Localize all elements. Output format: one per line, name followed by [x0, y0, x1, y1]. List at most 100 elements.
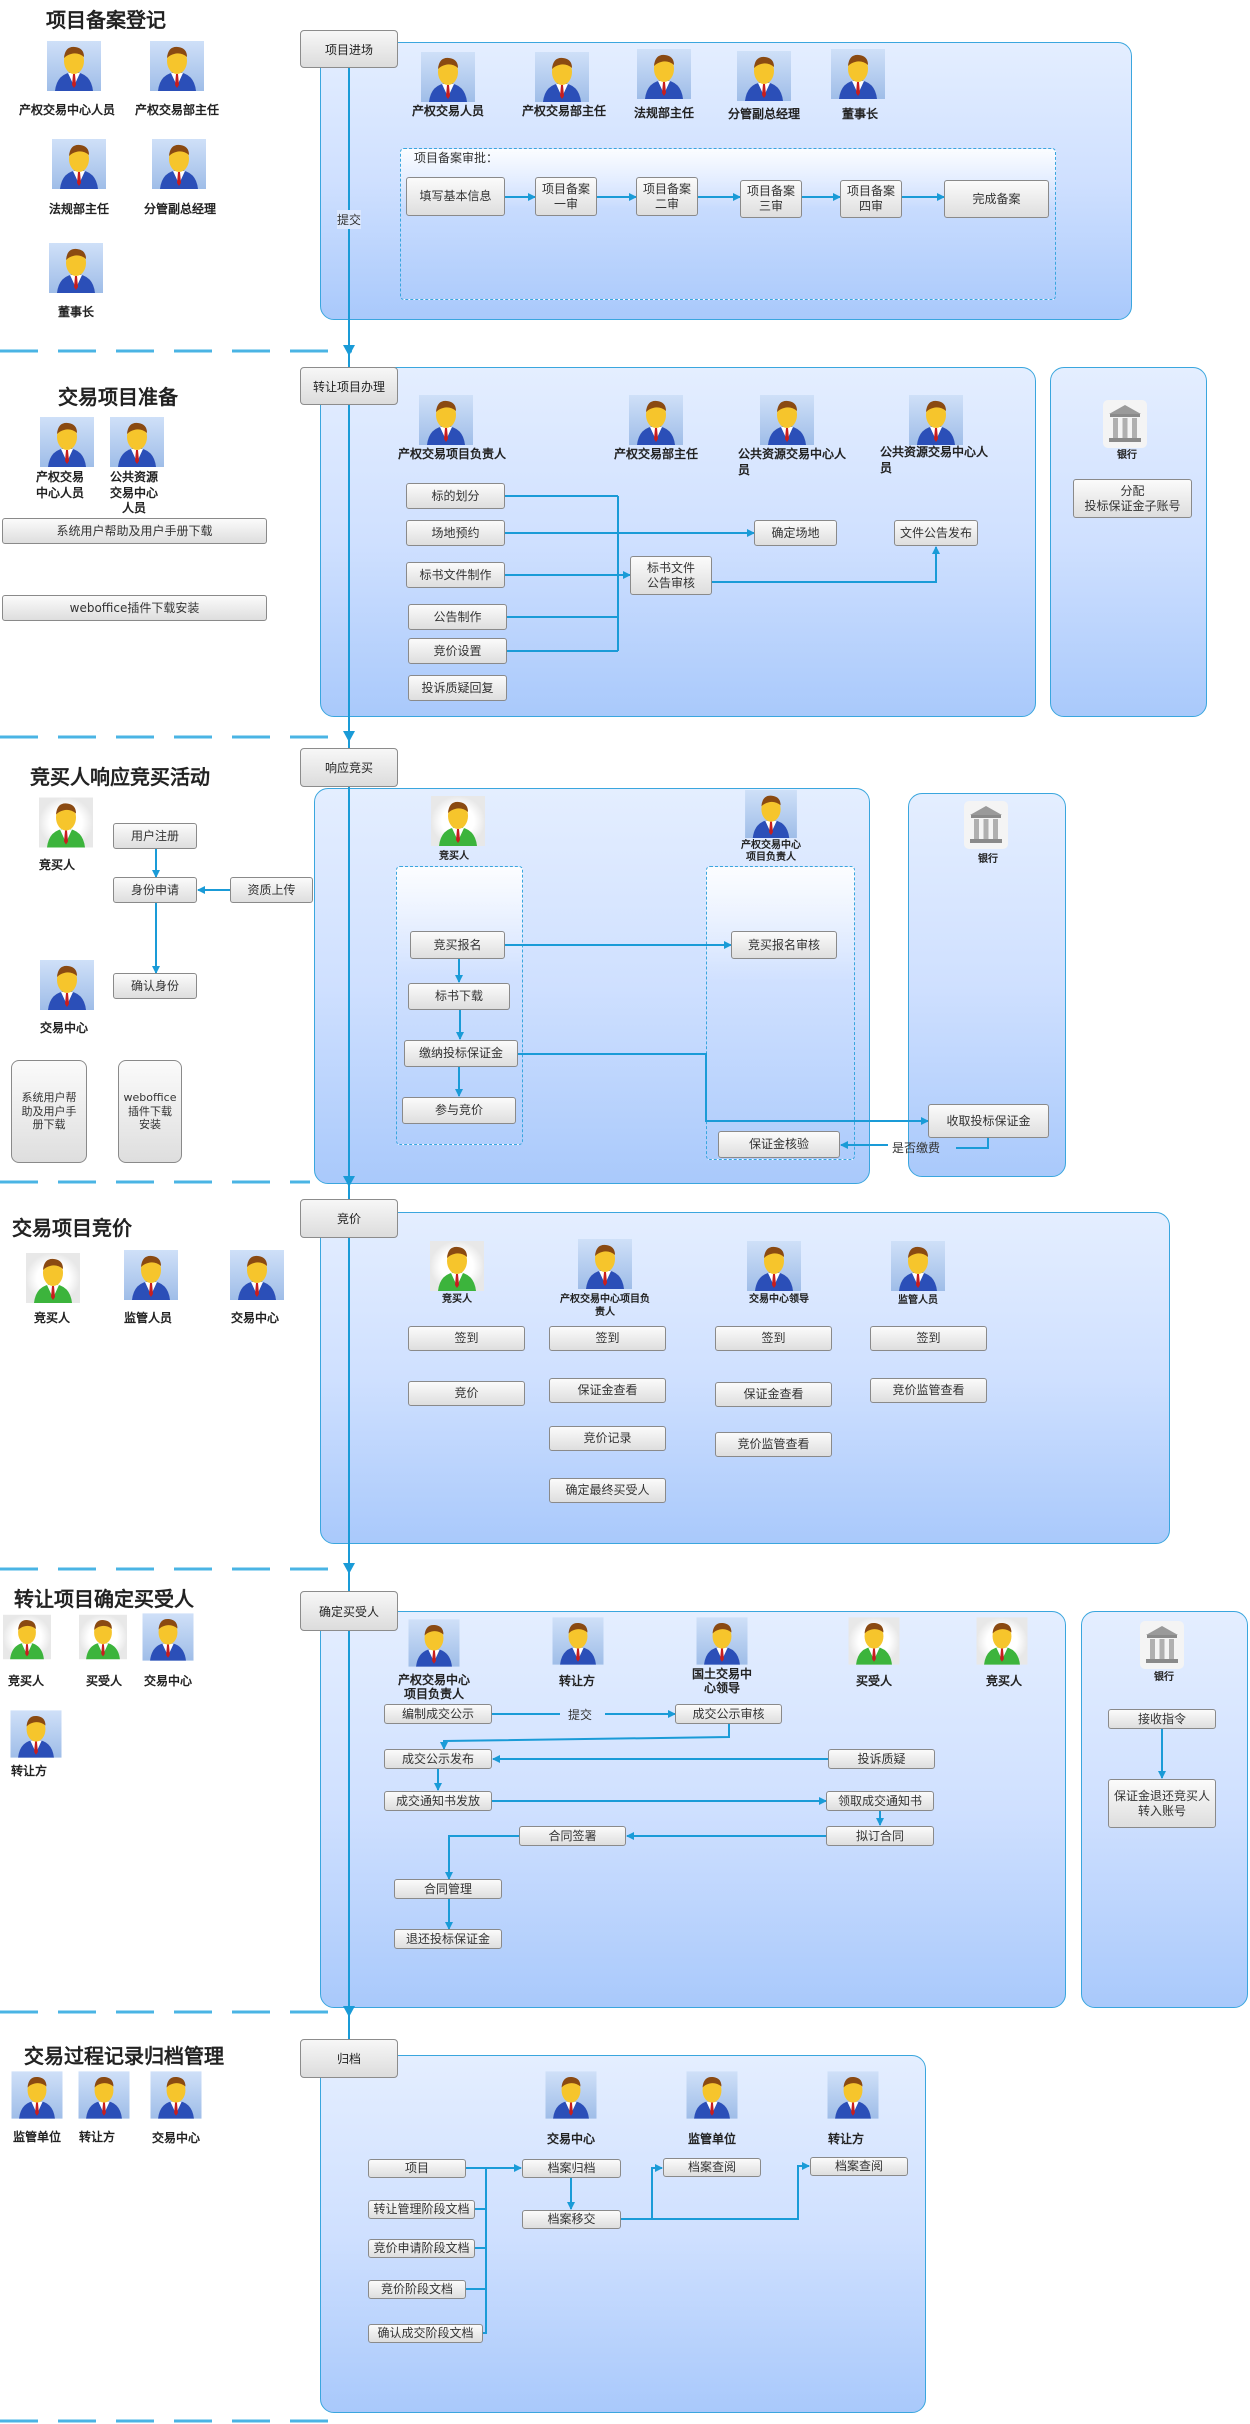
- task-doc-review[interactable]: 标书文件 公告审核: [630, 556, 712, 595]
- task-checkin[interactable]: 签到: [715, 1326, 832, 1351]
- task-join-bidding[interactable]: 参与竞价: [402, 1097, 516, 1124]
- step-review-3[interactable]: 项目备案 三审: [740, 180, 802, 218]
- task-pay-deposit[interactable]: 缴纳投标保证金: [404, 1040, 518, 1067]
- person-green-icon: [430, 1241, 484, 1291]
- stage-button-transfer-handling[interactable]: 转让项目办理: [300, 367, 398, 405]
- task-collect-deposit[interactable]: 收取投标保证金: [928, 1104, 1049, 1138]
- task-archive-transfer[interactable]: 档案移交: [522, 2210, 621, 2229]
- role-label: 公共资源交易中心人 员: [738, 447, 847, 477]
- role-label: 竞买人: [442, 1294, 472, 1305]
- task-confirm-final-buyer[interactable]: 确定最终买受人: [549, 1478, 666, 1503]
- task-archive-query[interactable]: 档案查阅: [663, 2158, 761, 2177]
- task-venue-booking[interactable]: 场地预约: [406, 520, 505, 546]
- task-bid-supervision[interactable]: 竞价监管查看: [870, 1378, 987, 1403]
- task-review-announcement[interactable]: 成交公示审核: [675, 1704, 782, 1724]
- step-review-2[interactable]: 项目备案 二审: [636, 177, 698, 216]
- weboffice-download-button[interactable]: weboffice插件下载安装: [2, 595, 267, 621]
- task-deposit-verify[interactable]: 保证金核验: [718, 1131, 840, 1158]
- person-blue-icon: [124, 1250, 178, 1300]
- task-bid-register-review[interactable]: 竞买报名审核: [731, 931, 837, 959]
- role-label: 转让方: [78, 2130, 116, 2144]
- task-tender-doc[interactable]: 标书文件制作: [406, 562, 505, 588]
- task-bid-records[interactable]: 竞价记录: [549, 1426, 666, 1451]
- task-draft-contract[interactable]: 拟订合同: [826, 1826, 934, 1846]
- person-blue-icon: [47, 41, 101, 91]
- task-bid[interactable]: 竞价: [408, 1381, 525, 1406]
- role-label: 交易中心: [39, 1021, 89, 1035]
- help-download-button[interactable]: 系统用户帮助及用户手册下载: [2, 518, 267, 544]
- step-complete[interactable]: 完成备案: [944, 180, 1049, 218]
- task-receive-instruction[interactable]: 接收指令: [1108, 1709, 1216, 1729]
- task-archive[interactable]: 档案归档: [522, 2159, 621, 2178]
- task-identity-apply[interactable]: 身份申请: [113, 877, 197, 903]
- task-lot-division[interactable]: 标的划分: [406, 483, 505, 509]
- section-title: 交易过程记录归档管理: [24, 2044, 224, 2068]
- paid-check-label: 是否缴费: [892, 1141, 941, 1155]
- role-label: 法规部主任: [48, 202, 110, 216]
- role-label: 监管人员: [123, 1311, 173, 1325]
- task-checkin[interactable]: 签到: [549, 1326, 666, 1351]
- task-publish-announcement[interactable]: 文件公告发布: [894, 520, 978, 546]
- task-manage-contract[interactable]: 合同管理: [394, 1879, 502, 1899]
- task-compile-announcement[interactable]: 编制成交公示: [384, 1704, 492, 1724]
- person-blue-icon: [52, 139, 106, 189]
- task-publish-deal[interactable]: 成交公示发布: [384, 1749, 492, 1769]
- person-blue-icon: [421, 52, 475, 102]
- task-receive-notice[interactable]: 领取成交通知书: [826, 1791, 934, 1811]
- doc-bidding-stage[interactable]: 竞价阶段文档: [368, 2280, 466, 2299]
- task-confirm-identity[interactable]: 确认身份: [113, 973, 197, 999]
- person-blue-icon: [553, 1616, 604, 1666]
- doc-deal-confirm-stage[interactable]: 确认成交阶段文档: [368, 2324, 483, 2343]
- bank-icon: [964, 801, 1008, 849]
- task-checkin[interactable]: 签到: [408, 1326, 525, 1351]
- role-label: 分管副总经理: [727, 107, 801, 121]
- doc-project[interactable]: 项目: [368, 2159, 466, 2178]
- task-complaint[interactable]: 投诉质疑: [828, 1749, 935, 1769]
- task-bid-settings[interactable]: 竞价设置: [408, 638, 507, 664]
- stage-button-respond-bid[interactable]: 响应竞买: [300, 748, 398, 787]
- task-refund-to-bidder[interactable]: 保证金退还竞买人 转入账号: [1108, 1779, 1216, 1828]
- stage-button-confirm-buyer[interactable]: 确定买受人: [300, 1591, 398, 1631]
- task-refund-deposit[interactable]: 退还投标保证金: [394, 1929, 502, 1949]
- task-announcement[interactable]: 公告制作: [408, 604, 507, 630]
- task-confirm-venue[interactable]: 确定场地: [754, 520, 837, 546]
- stage-button-project-entry[interactable]: 项目进场: [300, 30, 398, 68]
- role-label: 监管单位: [12, 2130, 62, 2144]
- stage-button-archive[interactable]: 归档: [300, 2039, 398, 2078]
- doc-transfer-stage[interactable]: 转让管理阶段文档: [368, 2200, 475, 2219]
- role-label: 公共资源 交易中心 人员: [109, 470, 159, 516]
- person-green-icon: [431, 793, 485, 849]
- doc-bid-application-stage[interactable]: 竞价申请阶段文档: [368, 2239, 475, 2258]
- task-assign-subaccount[interactable]: 分配 投标保证金子账号: [1073, 479, 1192, 518]
- task-view-deposit[interactable]: 保证金查看: [549, 1378, 666, 1403]
- help-download-button[interactable]: 系统用户帮 助及用户手 册下载: [11, 1060, 87, 1163]
- task-checkin[interactable]: 签到: [870, 1326, 987, 1351]
- person-blue-icon: [687, 2070, 738, 2120]
- approval-label: 项目备案审批：: [414, 151, 499, 165]
- task-archive-query[interactable]: 档案查阅: [810, 2157, 908, 2176]
- task-complaint-reply[interactable]: 投诉质疑回复: [408, 675, 507, 701]
- task-sign-contract[interactable]: 合同签署: [519, 1826, 626, 1846]
- role-label: 交易中心: [230, 1311, 280, 1325]
- task-bid-register[interactable]: 竞买报名: [410, 931, 505, 959]
- role-label: 产权交易人员: [411, 104, 485, 118]
- step-fill-basic-info[interactable]: 填写基本信息: [406, 177, 505, 216]
- weboffice-download-button[interactable]: weboffice 插件下载 安装: [118, 1060, 182, 1163]
- person-blue-icon: [419, 395, 473, 445]
- task-tender-download[interactable]: 标书下载: [408, 983, 510, 1010]
- task-view-deposit[interactable]: 保证金查看: [715, 1382, 832, 1407]
- step-review-1[interactable]: 项目备案 一审: [535, 177, 597, 216]
- task-issue-notice[interactable]: 成交通知书发放: [384, 1791, 492, 1811]
- role-label: 监管单位: [687, 2132, 737, 2146]
- role-label: 公共资源交易中心人 员: [880, 445, 989, 475]
- role-label: 产权交易中心 项目负责人: [741, 840, 801, 863]
- role-label: 竞买人: [7, 1674, 45, 1688]
- step-review-4[interactable]: 项目备案 四审: [840, 180, 902, 218]
- task-user-register[interactable]: 用户注册: [113, 823, 197, 849]
- task-qualification-upload[interactable]: 资质上传: [230, 877, 313, 903]
- task-bid-supervision[interactable]: 竞价监管查看: [715, 1432, 832, 1457]
- manager-lane: [706, 866, 855, 1160]
- role-label: 转让方: [10, 1764, 48, 1778]
- bank-icon: [1140, 1621, 1184, 1669]
- stage-button-bidding[interactable]: 竞价: [300, 1199, 398, 1238]
